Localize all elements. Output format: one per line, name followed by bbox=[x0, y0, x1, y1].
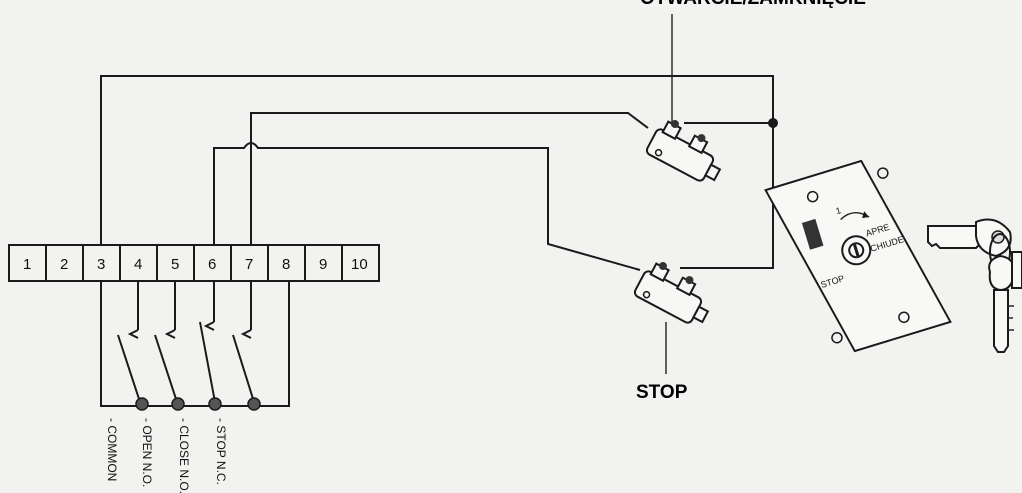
microswitch-stop bbox=[633, 262, 710, 324]
terminal-5: 5 bbox=[171, 256, 179, 273]
terminal-8: 8 bbox=[282, 256, 290, 273]
switch-schematic bbox=[100, 281, 290, 411]
wires bbox=[100, 75, 778, 271]
key-switch-plate: 1 STOP APRE CHIUDE bbox=[764, 159, 952, 353]
key-horizontal bbox=[927, 225, 981, 249]
plate-logo bbox=[801, 218, 824, 250]
terminal-3: 3 bbox=[97, 256, 105, 273]
junction-dot bbox=[768, 118, 778, 128]
microswitch-open-close bbox=[645, 120, 722, 182]
switch-stop bbox=[199, 321, 216, 403]
terminal-6: 6 bbox=[208, 256, 216, 273]
key-vertical bbox=[993, 289, 1009, 353]
plate-digit: 1 bbox=[835, 205, 843, 216]
caption-close: - CLOSE N.O. bbox=[177, 418, 191, 493]
caption-common: - COMMON bbox=[105, 418, 119, 481]
top-label: OTWARCIE/ZAMKNIĘCIE bbox=[640, 0, 866, 9]
switch-open bbox=[117, 334, 141, 403]
terminal-4: 4 bbox=[134, 256, 142, 273]
terminal-block: 1 2 3 4 5 6 7 8 9 10 bbox=[8, 244, 380, 282]
terminal-7: 7 bbox=[245, 256, 253, 273]
terminal-10: 10 bbox=[351, 256, 368, 273]
caption-open: - OPEN N.O. bbox=[140, 418, 154, 487]
switch-close bbox=[154, 334, 178, 403]
junction-common bbox=[247, 397, 261, 411]
junction-close bbox=[171, 397, 185, 411]
terminal-1: 1 bbox=[23, 256, 31, 273]
junction-stop bbox=[208, 397, 222, 411]
common-bus bbox=[100, 281, 290, 407]
caption-stop: - STOP N.C. bbox=[214, 418, 228, 485]
wire-terminal-3 bbox=[100, 75, 774, 269]
terminal-9: 9 bbox=[319, 256, 327, 273]
stop-label: STOP bbox=[636, 382, 688, 403]
keys bbox=[927, 218, 1022, 353]
key-cylinder bbox=[841, 235, 872, 266]
terminal-2: 2 bbox=[60, 256, 68, 273]
junction-open bbox=[135, 397, 149, 411]
wire-terminal-6 bbox=[213, 142, 641, 271]
terminal-dividers bbox=[45, 245, 343, 281]
wire-terminal-7 bbox=[250, 112, 649, 245]
